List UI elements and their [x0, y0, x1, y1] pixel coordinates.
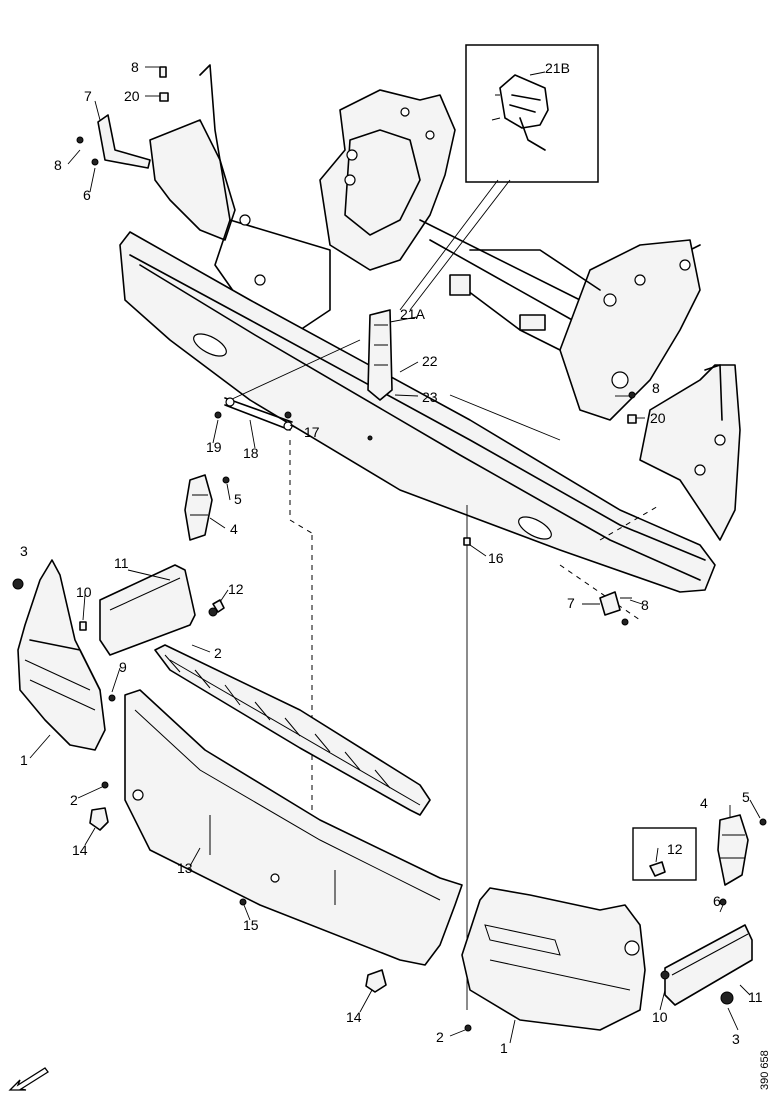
callout-labels: 8 20 7 8 6 21B 21A 22 23 8 20 19 18 17 5…: [20, 59, 763, 1056]
callout-13: 13: [177, 860, 193, 876]
callout-7-top: 7: [84, 88, 92, 104]
callout-7-right: 7: [567, 595, 575, 611]
callout-18: 18: [243, 445, 259, 461]
corner-cover-1-left: [12, 559, 116, 831]
callout-8-left: 8: [54, 157, 62, 173]
callout-20-top: 20: [124, 88, 140, 104]
callout-2-c: 2: [436, 1029, 444, 1045]
callout-3-right: 3: [732, 1031, 740, 1047]
callout-3-left: 3: [20, 543, 28, 559]
callout-4-right: 4: [700, 795, 708, 811]
callout-17: 17: [304, 424, 320, 440]
callout-10-right: 10: [652, 1009, 668, 1025]
callout-9: 9: [119, 659, 127, 675]
callout-2-a: 2: [214, 645, 222, 661]
callout-5-left: 5: [234, 491, 242, 507]
callout-16: 16: [488, 550, 504, 566]
callout-21b: 21B: [545, 60, 570, 76]
corner-cover-1-right: [461, 887, 646, 1032]
bracket-18: [214, 397, 293, 431]
figure-reference: 390 658: [759, 1050, 771, 1090]
callout-15: 15: [243, 917, 259, 933]
callout-23: 23: [422, 389, 438, 405]
callout-4-left: 4: [230, 521, 238, 537]
chassis-frame: [149, 64, 741, 541]
callout-11-left: 11: [114, 555, 129, 571]
callout-1-left: 1: [20, 752, 28, 768]
callout-5-right: 5: [742, 789, 750, 805]
bracket-7-right: [599, 591, 632, 626]
bumper-beam: [119, 231, 716, 593]
side-member-11-left: [99, 564, 218, 656]
callout-12-left: 12: [228, 581, 244, 597]
lower-panel-13: [124, 689, 463, 993]
detail-box-12: [632, 827, 697, 881]
callout-20-right: 20: [650, 410, 666, 426]
callout-6-left: 6: [83, 187, 91, 203]
callout-10-left: 10: [76, 584, 92, 600]
callout-11-right: 11: [748, 989, 763, 1005]
callout-14-left: 14: [72, 842, 88, 858]
bracket-21a: [367, 309, 393, 401]
bracket-4-left: [184, 474, 230, 541]
callout-12-box: 12: [667, 841, 683, 857]
callout-21a: 21A: [400, 306, 426, 322]
callout-19: 19: [206, 439, 222, 455]
callout-8-top: 8: [131, 59, 139, 75]
grille-mesh: [154, 644, 431, 816]
callout-2-b: 2: [70, 792, 78, 808]
callout-14-mid: 14: [346, 1009, 362, 1025]
direction-arrow-icon: [8, 1067, 49, 1091]
bracket-7-top: [76, 66, 169, 169]
bracket-4-right: [717, 814, 767, 886]
callout-6-right: 6: [713, 893, 721, 909]
callout-1-right: 1: [500, 1040, 508, 1056]
side-member-11-right: [660, 898, 753, 1006]
callout-22: 22: [422, 353, 438, 369]
callout-8-mid: 8: [652, 380, 660, 396]
callout-8-right: 8: [641, 597, 649, 613]
leader-lines: [29, 66, 761, 1044]
detail-inset-21b: [465, 44, 599, 183]
